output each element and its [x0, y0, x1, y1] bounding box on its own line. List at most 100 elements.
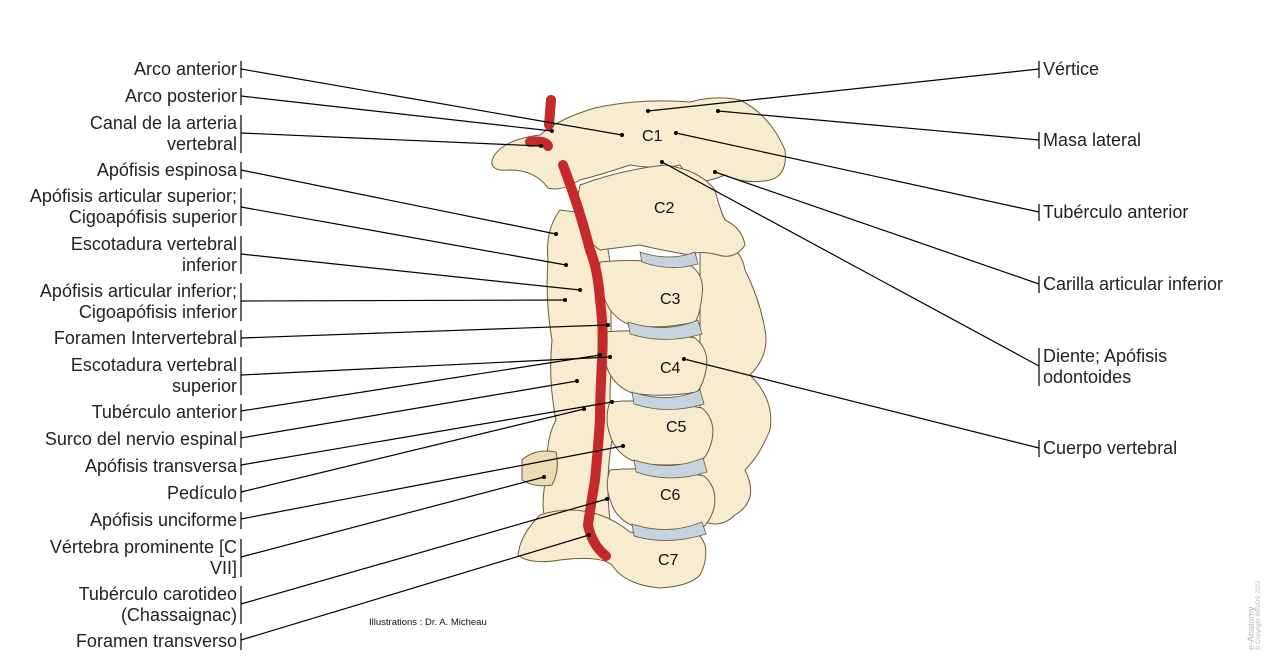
label-pediculo: Pedículo: [167, 483, 237, 504]
label-line: Cigoapófisis inferior: [78, 302, 237, 322]
watermark-brand: e-Anatomy: [1246, 606, 1256, 650]
leader-endpoint: [587, 533, 591, 537]
leader-line: [240, 408, 585, 493]
label-line: Cuerpo vertebral: [1043, 438, 1178, 458]
leader-line: [240, 324, 609, 339]
label-line: Foramen transverso: [75, 631, 237, 651]
label-apofisis-transversa: Apófisis transversa: [85, 456, 237, 477]
label-line: Masa lateral: [1043, 130, 1142, 150]
label-line: vertebral: [166, 134, 237, 154]
leader-line: [675, 132, 1040, 213]
label-apofisis-articular-superior: Apófisis articular superior;Cigoapófisis…: [30, 186, 237, 228]
label-line: Canal de la arteria: [89, 113, 237, 133]
intervertebral-discs: [627, 251, 708, 541]
label-line: Cigoapófisis superior: [68, 207, 237, 227]
label-line: inferior: [181, 255, 237, 275]
leader-line: [240, 253, 581, 291]
leader-line: [240, 95, 553, 132]
leader-endpoint: [575, 379, 579, 383]
cervical-spine-illustration: [491, 97, 786, 589]
label-line: Tubérculo anterior: [1043, 202, 1189, 222]
vertebra-label-c5: C5: [666, 419, 687, 436]
label-line: Escotadura vertebral: [70, 234, 237, 254]
leader-line: [240, 299, 566, 302]
watermark: e-Anatomy © Copyright IMAIOS 2022: [1246, 581, 1263, 650]
disc-c2-c3: [639, 251, 699, 268]
leader-line: [240, 132, 542, 147]
leader-endpoint: [550, 129, 554, 133]
leader-endpoint: [542, 475, 546, 479]
label-tuberculo-anterior-right: Tubérculo anterior: [1043, 202, 1188, 223]
label-line: Diente; Apófisis: [1043, 346, 1168, 366]
label-apofisis-espinosa: Apófisis espinosa: [97, 160, 237, 181]
leader-line: [647, 68, 1040, 112]
leader-endpoint: [582, 407, 586, 411]
leader-line: [240, 169, 557, 235]
c5-vertebra: [606, 400, 714, 466]
disc-c6-c7: [631, 521, 707, 541]
leader-endpoint: [608, 355, 612, 359]
label-cuerpo-vertebral: Cuerpo vertebral: [1043, 438, 1177, 459]
label-line: odontoides: [1043, 367, 1132, 387]
leader-endpoint: [578, 288, 582, 292]
label-line: Foramen Intervertebral: [53, 328, 237, 348]
vertebral-artery: [525, 95, 611, 561]
c7-vertebra: [517, 509, 707, 589]
leader-endpoint: [620, 133, 624, 137]
c3-vertebra: [599, 260, 703, 328]
leader-endpoint: [539, 144, 543, 148]
disc-c4-c5: [631, 389, 705, 410]
label-line: Arco anterior: [133, 59, 237, 79]
label-line: Pedículo: [166, 483, 237, 503]
vertebra-label-c3: C3: [660, 291, 681, 308]
label-line: Escotadura vertebral: [70, 355, 237, 375]
watermark-copyright: © Copyright IMAIOS 2022: [1256, 580, 1262, 650]
label-line: Apófisis unciforme: [89, 510, 237, 530]
leader-endpoint: [713, 170, 717, 174]
label-line: Apófisis espinosa: [96, 160, 237, 180]
label-foramen-intervertebral: Foramen Intervertebral: [54, 328, 237, 349]
leader-line: [240, 401, 613, 466]
leader-endpoint: [610, 400, 614, 404]
vertebra-label-c7: C7: [658, 552, 679, 569]
leader-line: [240, 476, 545, 558]
leader-endpoint: [563, 298, 567, 302]
leader-endpoint: [660, 160, 664, 164]
leader-line: [240, 534, 590, 641]
disc-c5-c6: [633, 457, 708, 479]
leader-endpoint: [682, 357, 686, 361]
label-vertice: Vértice: [1043, 59, 1099, 80]
label-arco-anterior: Arco anterior: [134, 59, 237, 80]
label-line: Carilla articular inferior: [1043, 274, 1224, 294]
leader-line: [683, 358, 1040, 449]
vertebra-label-c2: C2: [654, 200, 675, 217]
leader-endpoint: [564, 263, 568, 267]
vertebra-label-c1: C1: [642, 128, 663, 145]
illustration-credit: Illustrations : Dr. A. Micheau: [369, 617, 487, 628]
leader-line: [240, 380, 578, 439]
label-line: Apófisis articular inferior;: [39, 281, 237, 301]
label-line: Arco posterior: [124, 86, 237, 106]
vertebra-label-c4: C4: [660, 360, 681, 377]
label-line: (Chassaignac): [120, 605, 237, 625]
leader-line: [714, 171, 1040, 285]
label-arco-posterior: Arco posterior: [125, 86, 237, 107]
label-masa-lateral: Masa lateral: [1043, 130, 1141, 151]
leader-line: [240, 68, 623, 136]
label-foramen-transverso: Foramen transverso: [76, 631, 237, 652]
label-line: Vértebra prominente [C: [49, 537, 237, 557]
c4-vertebra: [602, 330, 708, 396]
label-line: Tubérculo carotideo: [78, 584, 237, 604]
label-apofisis-unciforme: Apófisis unciforme: [90, 510, 237, 531]
label-surco-nervio-espinal: Surco del nervio espinal: [45, 429, 237, 450]
leader-endpoint: [606, 323, 610, 327]
leader-endpoint: [674, 131, 678, 135]
label-line: superior: [171, 376, 237, 396]
leader-line: [240, 356, 611, 376]
label-apofisis-articular-inferior: Apófisis articular inferior;Cigoapófisis…: [40, 281, 237, 323]
leader-lines: [240, 61, 1040, 650]
